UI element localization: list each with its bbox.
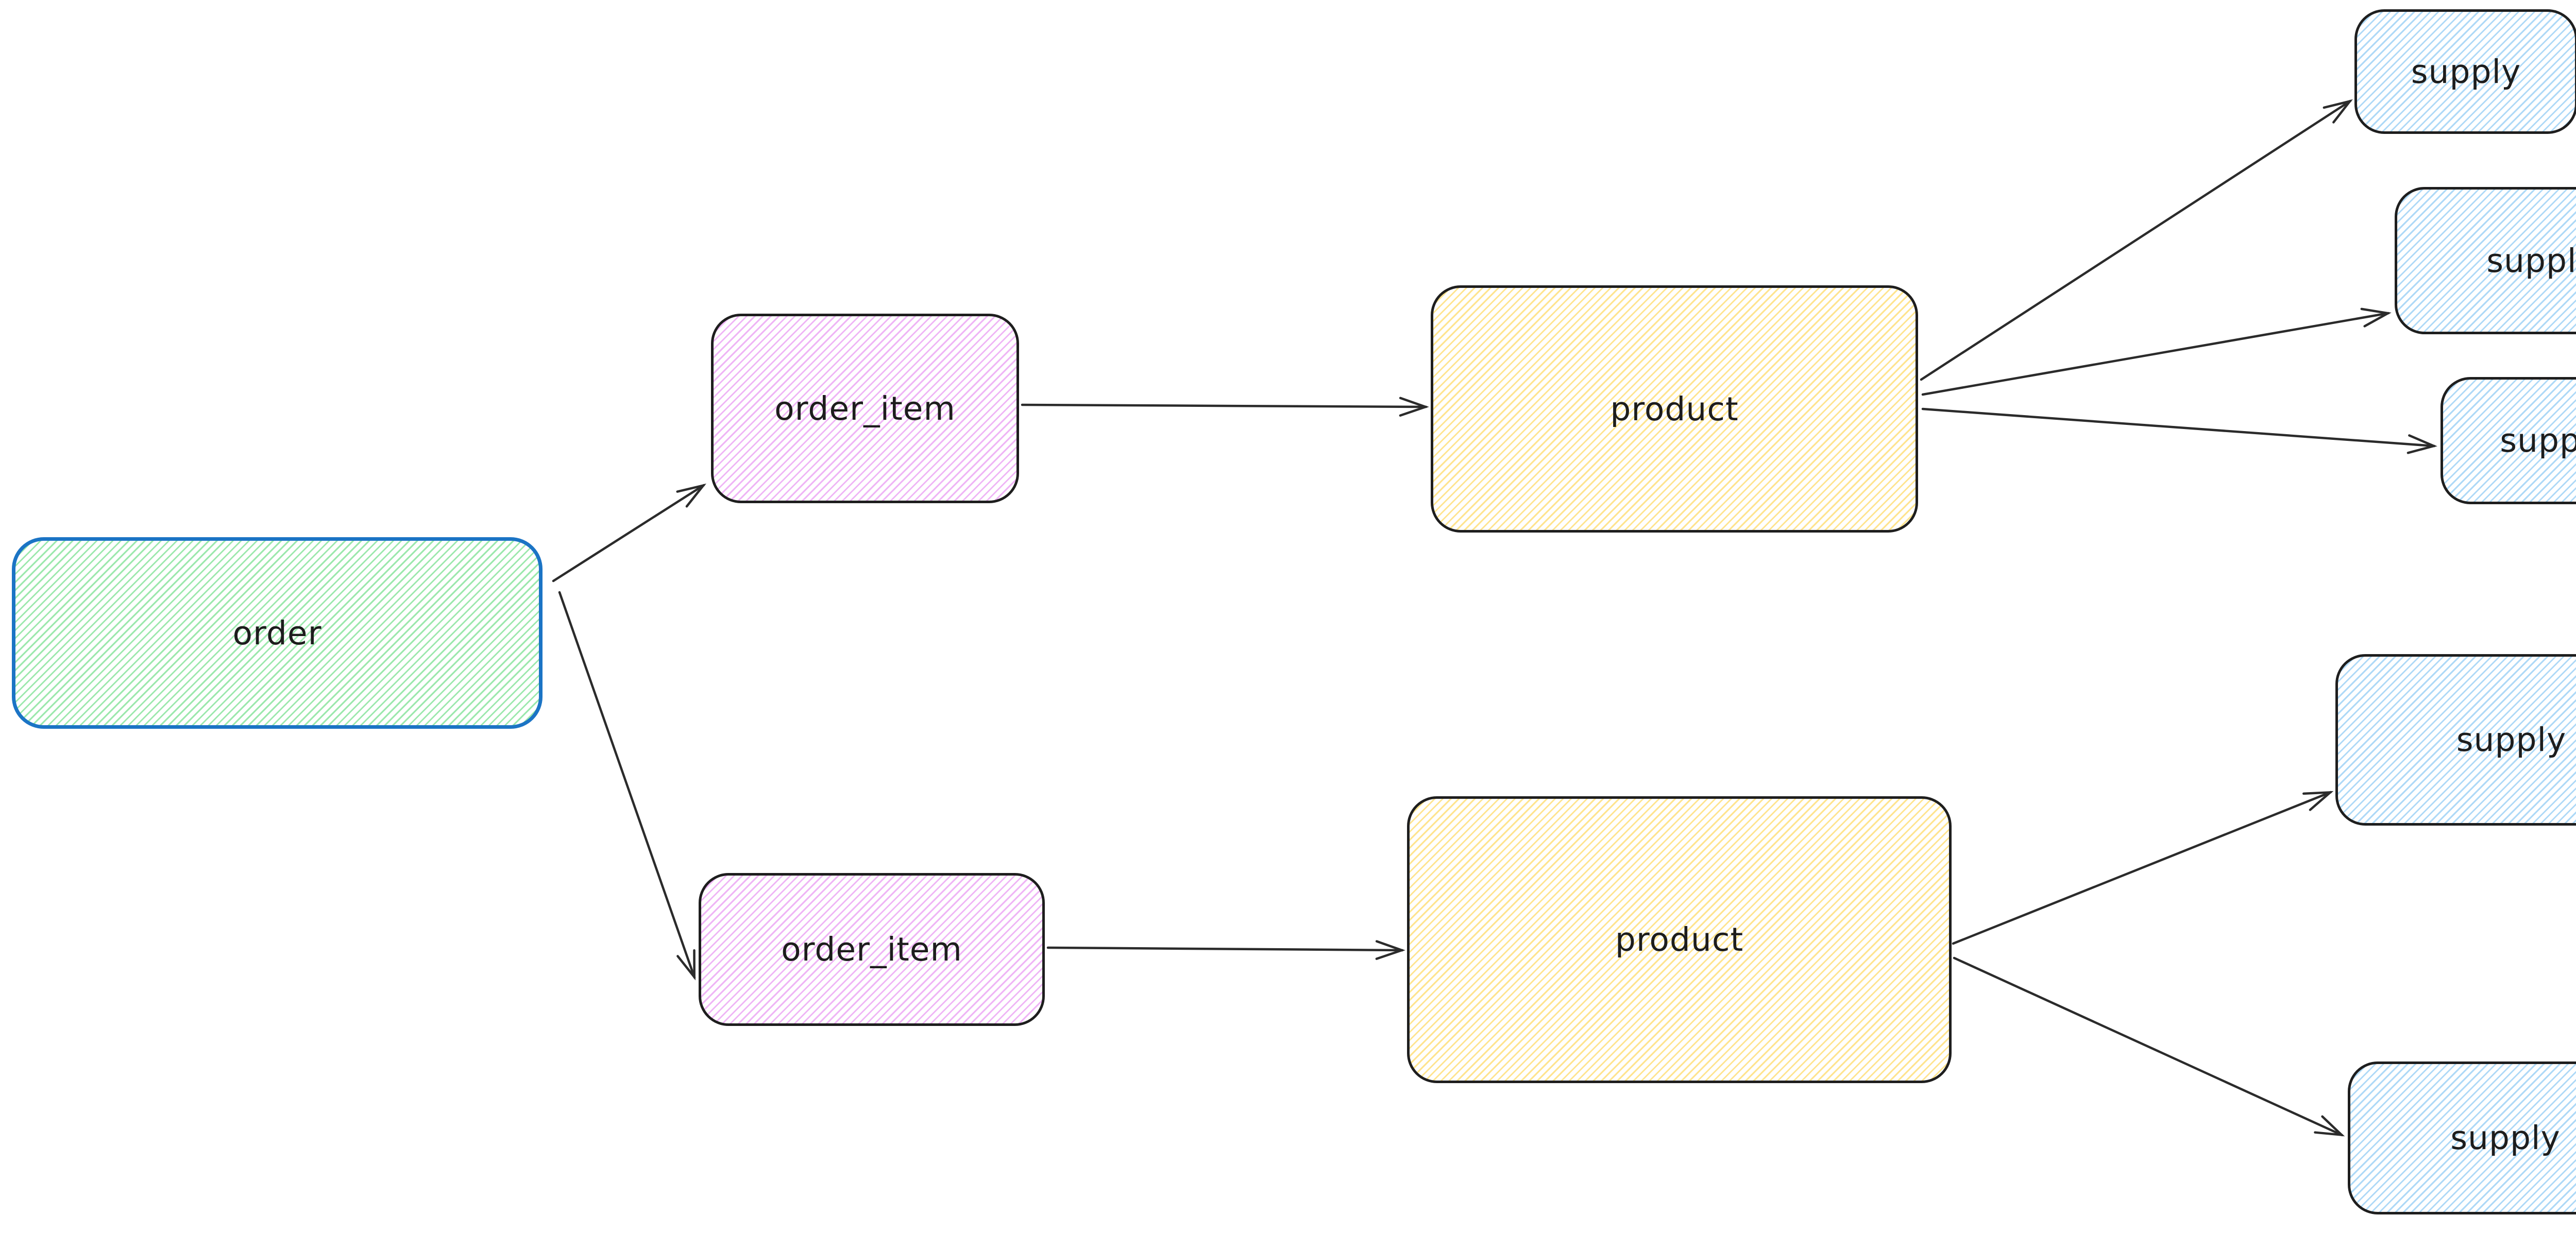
arrow-order-to-order-item-1 bbox=[552, 483, 706, 583]
node-order-label: order bbox=[232, 614, 322, 652]
node-product-2-label: product bbox=[1615, 921, 1744, 958]
arrow-product-2-to-supply-4 bbox=[1952, 791, 2334, 945]
node-order-item-2: order_item bbox=[699, 873, 1045, 1026]
arrow-product-1-to-supply-2 bbox=[1921, 307, 2392, 396]
arrow-order-to-order-item-2 bbox=[558, 591, 696, 981]
node-product-1: product bbox=[1431, 285, 1918, 533]
node-supply-4-label: supply bbox=[2456, 721, 2567, 759]
node-product-1-label: product bbox=[1610, 390, 1739, 428]
node-supply-1-label: supply bbox=[2411, 53, 2521, 91]
node-supply-1: supply bbox=[2354, 9, 2576, 134]
arrow-order-item-1-to-product-1 bbox=[1021, 397, 1429, 417]
arrow-product-1-to-supply-3 bbox=[1921, 407, 2437, 454]
node-supply-5-label: supply bbox=[2450, 1119, 2561, 1157]
node-order-item-1: order_item bbox=[711, 314, 1019, 503]
node-order: order bbox=[12, 537, 543, 729]
node-order-item-2-label: order_item bbox=[781, 931, 962, 968]
arrow-order-item-2-to-product-2 bbox=[1046, 940, 1405, 960]
node-supply-3: supply bbox=[2441, 377, 2576, 504]
node-supply-4: supply bbox=[2335, 654, 2576, 826]
node-order-item-1-label: order_item bbox=[774, 389, 956, 427]
node-product-2: product bbox=[1407, 796, 1952, 1083]
node-supply-2: supply bbox=[2395, 187, 2576, 334]
node-supply-5: supply bbox=[2348, 1061, 2576, 1214]
node-supply-2-label: supply bbox=[2486, 242, 2576, 280]
arrow-product-2-to-supply-5 bbox=[1953, 956, 2345, 1137]
arrow-product-1-to-supply-1 bbox=[1920, 99, 2353, 381]
node-supply-3-label: supply bbox=[2500, 422, 2576, 459]
